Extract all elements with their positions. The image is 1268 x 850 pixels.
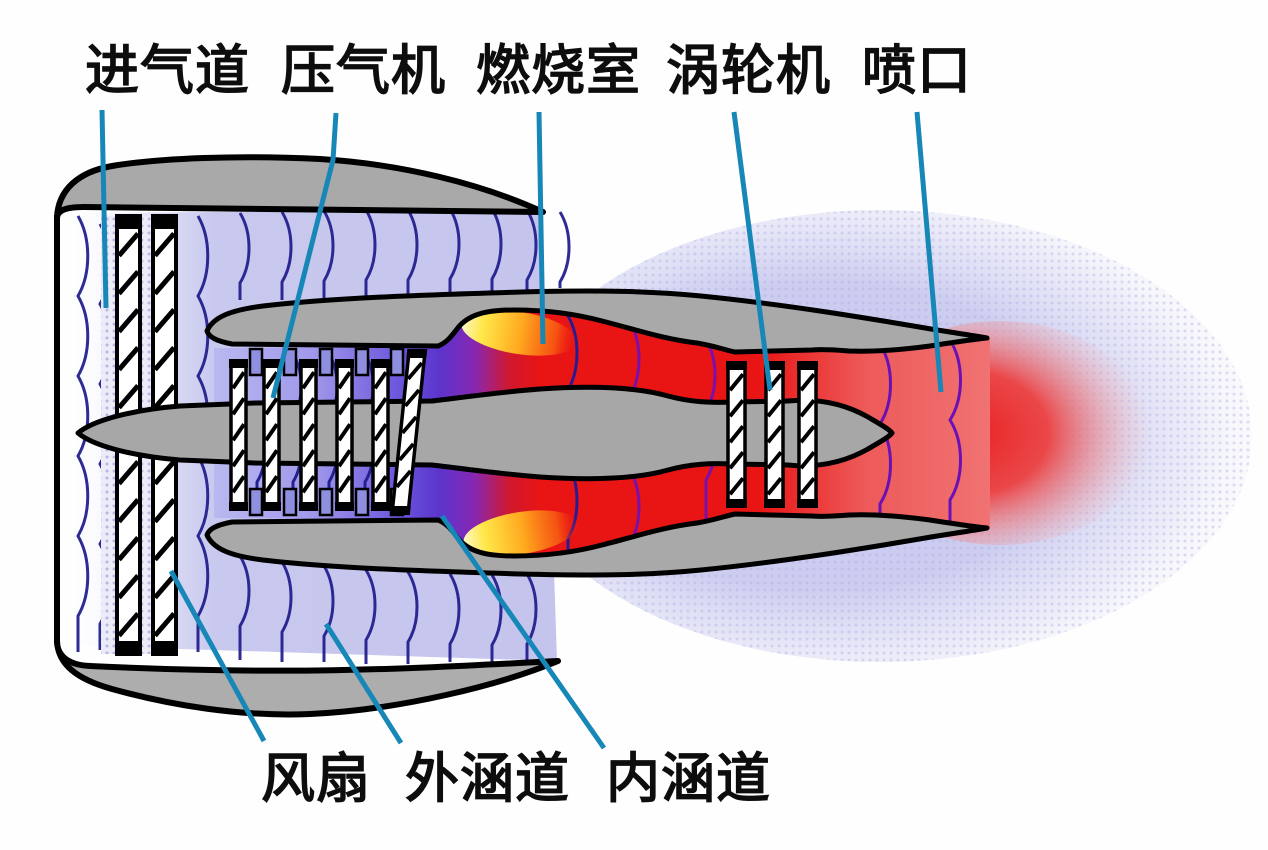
leader-core-duct: [439, 514, 607, 750]
leader-fan: [168, 569, 267, 743]
compressor: [229, 347, 428, 517]
turbine-blade: [726, 361, 747, 508]
combustor-flames: [456, 310, 579, 556]
label-intake: 进气道: [85, 41, 250, 101]
core-cowl-lower: [204, 511, 990, 578]
turbine-blade: [797, 361, 818, 508]
turbine: [726, 361, 818, 508]
compressor-blade: [229, 359, 248, 511]
nacelle-lower-lip: [54, 638, 561, 718]
label-nozzle: 喷口: [862, 41, 972, 101]
compressor-blade: [299, 359, 318, 511]
leader-nozzle: [914, 111, 944, 393]
bypass-flow-lines: [76, 208, 571, 664]
label-bypass-duct: 外涵道: [405, 749, 570, 809]
compressor-blade: [335, 359, 354, 511]
leader-compressor: [270, 112, 339, 399]
compressor-stators: [248, 347, 405, 517]
leader-combustor: [536, 111, 546, 345]
nacelle: [54, 154, 561, 718]
turbine-blade: [764, 361, 785, 508]
leader-intake: [99, 109, 109, 309]
center-shaft: [75, 384, 895, 482]
compressor-exit-guide-vane: [389, 349, 428, 515]
label-compressor: 压气机: [281, 41, 446, 101]
leader-bypass-duct: [323, 622, 404, 745]
leader-lines: [99, 109, 944, 750]
compressor-blade: [371, 359, 390, 511]
leader-turbine: [731, 111, 773, 391]
label-combustor: 燃烧室: [476, 41, 641, 101]
lower-flame: [463, 510, 579, 556]
label-core-duct: 内涵道: [606, 749, 771, 809]
label-fan: 风扇: [261, 749, 371, 809]
core-cowl-upper: [204, 288, 990, 355]
label-turbine: 涡轮机: [666, 41, 831, 101]
nacelle-upper-lip: [54, 154, 546, 221]
upper-flame: [461, 310, 577, 356]
